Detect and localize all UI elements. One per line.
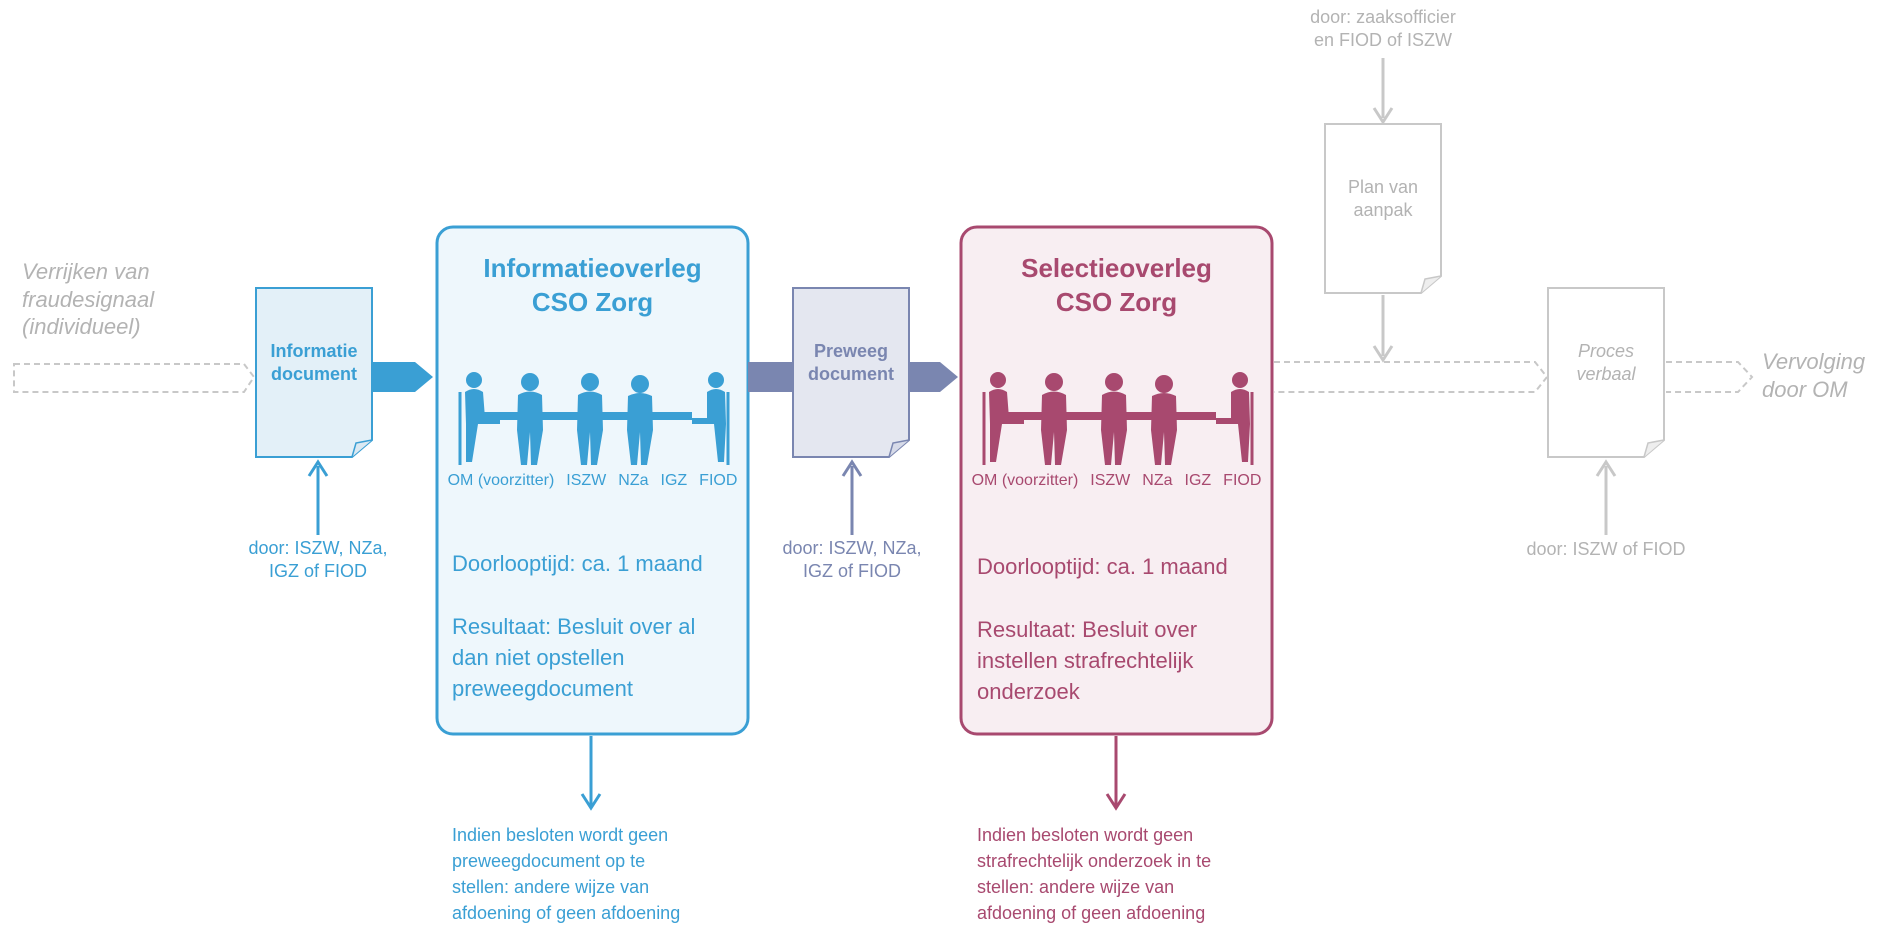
selectieoverleg-participants: OM (voorzitter) ISZW NZa IGZ FIOD bbox=[964, 472, 1269, 490]
info-to-meeting-arrow bbox=[372, 362, 433, 392]
informatie-document-title: Informatie document bbox=[270, 341, 358, 384]
participant-igz: IGZ bbox=[660, 472, 688, 489]
participant-om: OM (voorzitter) bbox=[447, 472, 555, 489]
plan-van-aanpak-title: Plan van aanpak bbox=[1347, 177, 1419, 220]
informatieoverleg-result: Resultaat: Besluit over al dan niet opst… bbox=[452, 614, 696, 701]
selectieoverleg-result: Resultaat: Besluit over instellen strafr… bbox=[977, 617, 1198, 704]
selectieoverleg-duration: Doorlooptijd: ca. 1 maand bbox=[977, 554, 1228, 579]
output-dashed-arrow bbox=[1666, 361, 1754, 393]
informatieoverleg-participants: OM (voorzitter) ISZW NZa IGZ FIOD bbox=[440, 472, 745, 490]
plan-van-aanpak-author: door: zaaksofficier en FIOD of ISZW bbox=[1310, 7, 1456, 50]
informatieoverleg-box bbox=[435, 225, 750, 736]
informatie-meeting-icon bbox=[458, 372, 730, 465]
input-label: Verrijken van fraudesignaal (individueel… bbox=[22, 259, 155, 339]
informatieoverleg-duration: Doorlooptijd: ca. 1 maand bbox=[452, 551, 703, 576]
preweeg-to-selectie-arrow bbox=[910, 362, 958, 392]
participant-nza: NZa bbox=[1142, 472, 1173, 489]
informatieoverleg-outcome: Indien besloten wordt geen preweegdocume… bbox=[452, 825, 681, 924]
preweeg-document-author: door: ISZW, NZa, IGZ of FIOD bbox=[782, 538, 922, 581]
selectieoverleg-box bbox=[959, 225, 1274, 736]
participant-nza: NZa bbox=[618, 472, 649, 489]
informatie-document-author: door: ISZW, NZa, IGZ of FIOD bbox=[248, 538, 388, 581]
participant-iszw: ISZW bbox=[566, 472, 607, 489]
input-dashed-arrow bbox=[13, 363, 256, 393]
participant-om: OM (voorzitter) bbox=[971, 472, 1079, 489]
selectieoverleg-title: Selectieoverleg CSO Zorg bbox=[1021, 253, 1212, 317]
participant-fiod: FIOD bbox=[699, 472, 738, 489]
meeting-to-preweeg-connector bbox=[748, 362, 793, 392]
selectieoverleg-outcome: Indien besloten wordt geen strafrechteli… bbox=[977, 825, 1212, 924]
selectie-to-proces-dashed-arrow bbox=[1274, 361, 1549, 393]
participant-fiod: FIOD bbox=[1223, 472, 1262, 489]
selectie-meeting-icon bbox=[982, 372, 1254, 465]
proces-verbaal-title: Proces verbaal bbox=[1576, 341, 1636, 384]
participant-igz: IGZ bbox=[1184, 472, 1212, 489]
informatieoverleg-title: Informatieoverleg CSO Zorg bbox=[483, 253, 702, 317]
participant-iszw: ISZW bbox=[1090, 472, 1131, 489]
preweeg-document-title: Preweeg document bbox=[807, 341, 894, 384]
proces-verbaal-author: door: ISZW of FIOD bbox=[1526, 539, 1686, 559]
output-label: Vervolging door OM bbox=[1762, 349, 1866, 402]
